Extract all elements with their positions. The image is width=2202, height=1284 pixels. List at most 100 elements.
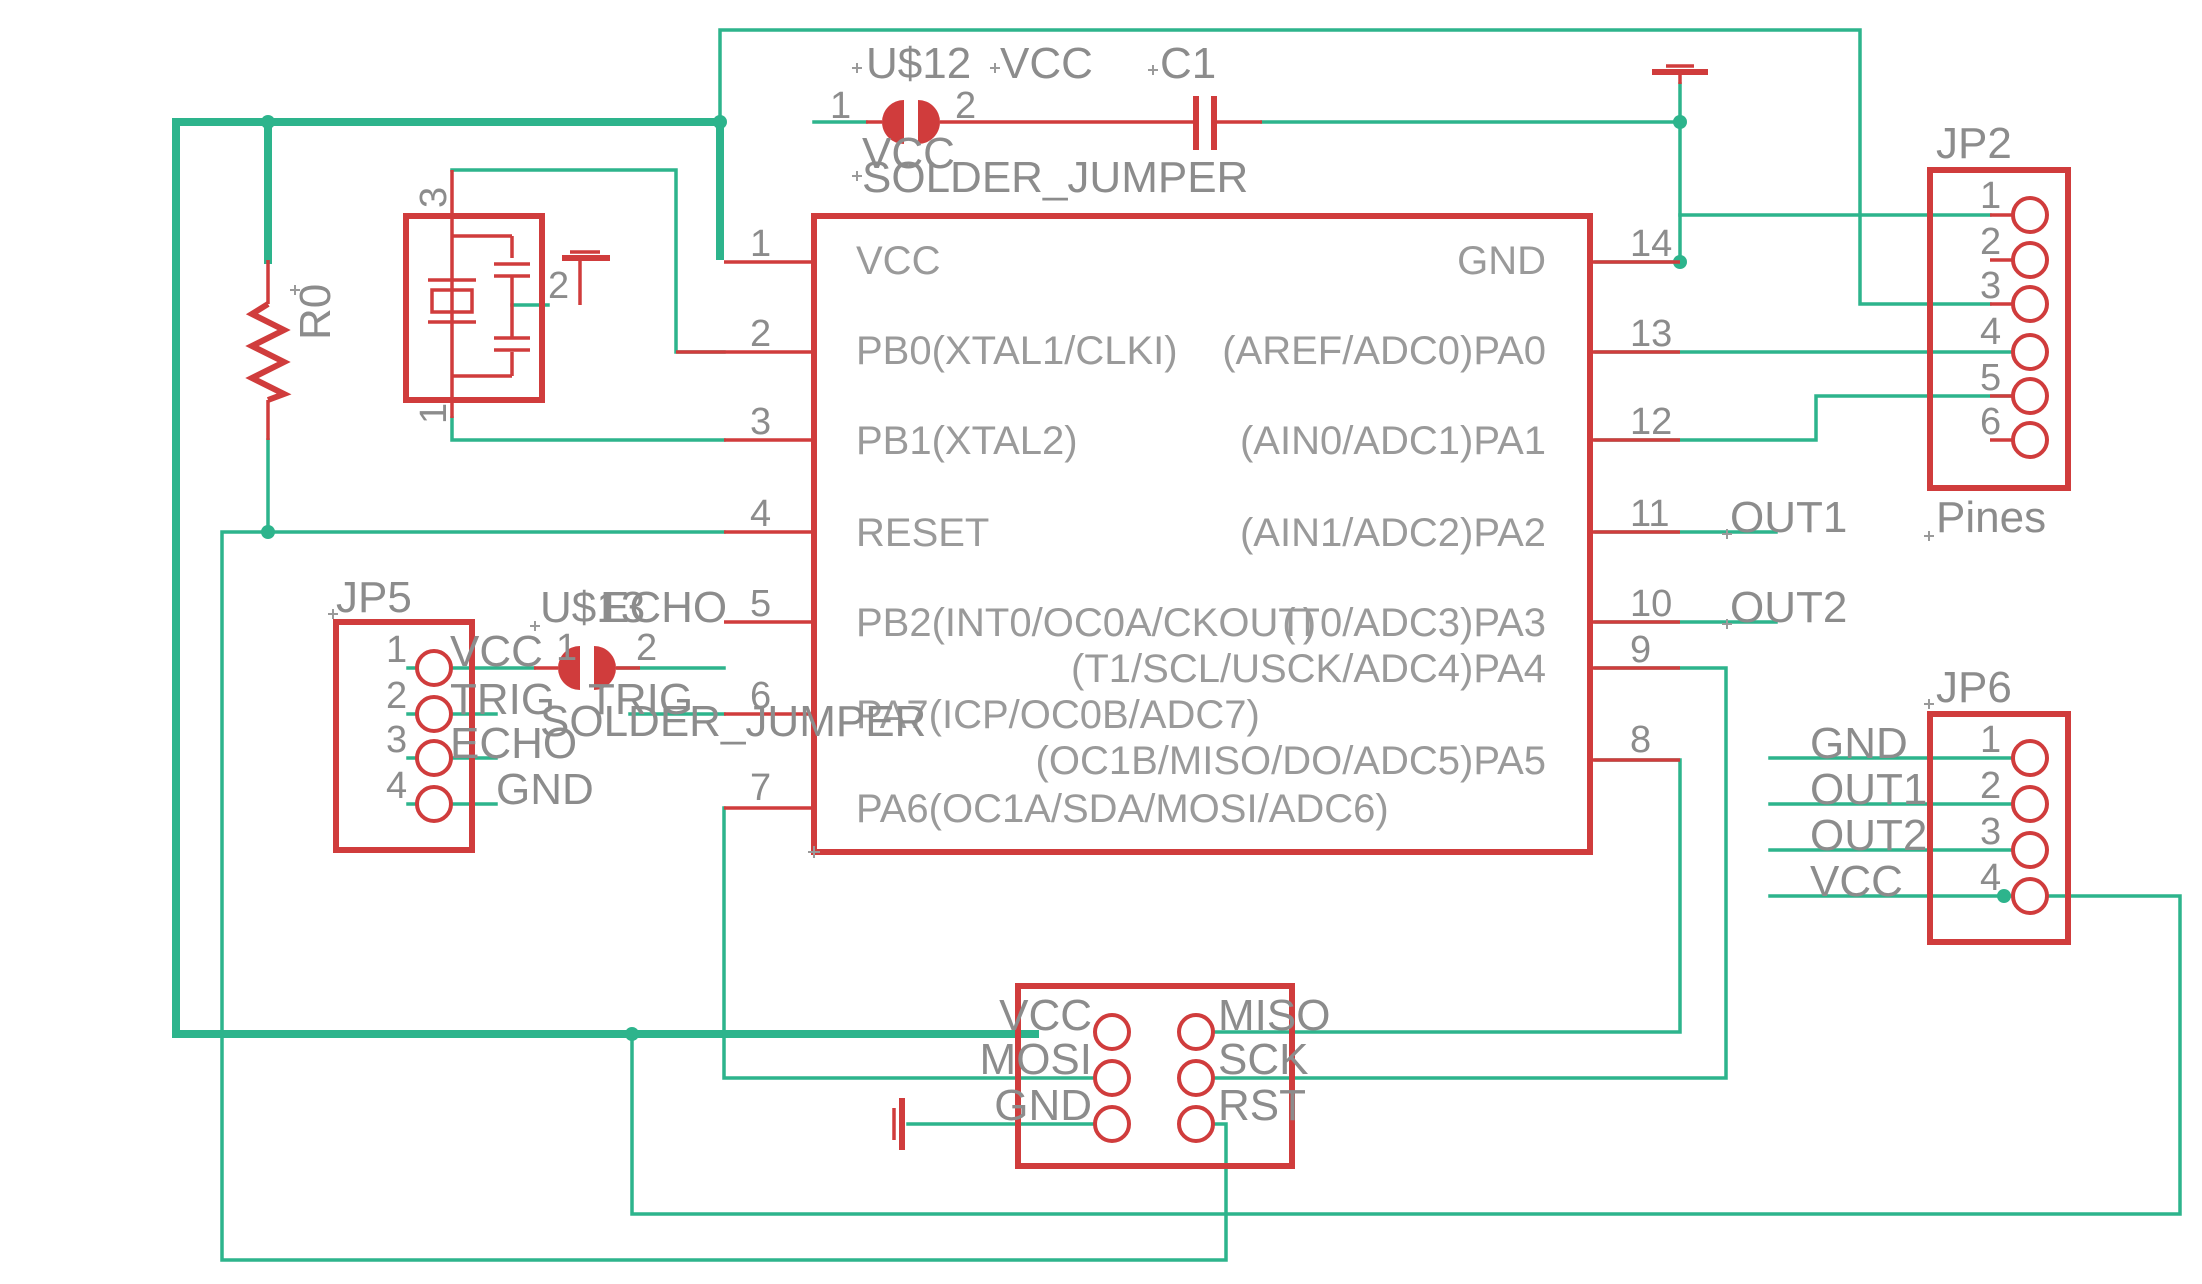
mcu-pin-label: GND	[1457, 239, 1546, 283]
header-jp6[interactable]: 1 2 3 4 GND OUT1 OUT2 VCC JP6	[1810, 663, 2071, 945]
net-jp2-pin3[interactable]	[718, 28, 1992, 306]
origin-marks	[290, 285, 300, 295]
junction	[261, 115, 275, 129]
jp6-pad	[2011, 739, 2049, 777]
jp6-pin-num: 2	[1980, 765, 2001, 807]
jp2-pad	[2011, 241, 2049, 279]
jp6-name: JP6	[1936, 663, 2012, 712]
junction	[713, 115, 727, 129]
mcu-pin-num: 3	[750, 401, 771, 443]
jp2-pad	[2011, 196, 2049, 234]
jp2-pin-num: 6	[1980, 401, 2001, 443]
u13-type: SOLDER_JUMPER	[540, 697, 926, 746]
jp2-pad	[2011, 333, 2049, 371]
jp2-pad	[2011, 421, 2049, 459]
mcu-pin-label: PB1(XTAL2)	[856, 419, 1078, 463]
jp2-pin-num: 2	[1980, 221, 2001, 263]
u13-pin2-num: 2	[636, 627, 657, 669]
mcu-pin-label: (AIN0/ADC1)PA1	[1240, 419, 1546, 463]
mcu-pin-num: 9	[1630, 629, 1651, 671]
jp2-pad	[2011, 285, 2049, 323]
gnd-icon	[1652, 64, 1708, 84]
jp5-pin-num: 3	[386, 719, 407, 761]
net-mosi[interactable]	[722, 806, 1114, 1080]
u12-value2: VCC	[862, 129, 955, 178]
jp5-name: JP5	[336, 573, 412, 622]
isp-label: MISO	[1218, 991, 1330, 1040]
jp6-pad	[2011, 877, 2049, 915]
xtal-pin1-num: 1	[413, 403, 455, 424]
mcu-pin-num: 13	[1630, 313, 1672, 355]
net-pa1-jp2[interactable]	[1594, 394, 2012, 442]
resonator[interactable]: 3 1 2	[403, 170, 569, 424]
gnd-icon	[892, 1098, 905, 1150]
jumper-pad-left	[558, 646, 580, 690]
mcu-pin-num: 11	[1630, 493, 1669, 535]
u13-value: ECHO	[600, 583, 727, 632]
vcc-bus[interactable]	[172, 118, 1039, 1038]
net-jp6-vcc[interactable]	[630, 894, 2182, 1216]
jp5-pin-num: 2	[386, 675, 407, 717]
resistor-r0[interactable]: R0	[245, 260, 340, 440]
u12-type: SOLDER_JUMPER	[862, 153, 1248, 202]
isp-pad	[1093, 1059, 1131, 1097]
u12-pin1-num: 1	[830, 85, 851, 127]
isp-label: VCC	[999, 991, 1092, 1040]
capacitor-c1[interactable]: C1	[996, 39, 1262, 150]
mcu-pin-label: PA6(OC1A/SDA/MOSI/ADC6)	[856, 787, 1389, 831]
origin-marks	[530, 621, 540, 631]
jp5-net-label: ECHO	[450, 719, 577, 768]
jp6-pin-num: 1	[1980, 719, 2001, 761]
net-reset[interactable]	[220, 530, 1228, 1262]
jumper-pad-right	[594, 646, 616, 690]
jp2-pin-num: 5	[1980, 357, 2001, 399]
microcontroller[interactable]: 1 2 3 4 5 6 7 VCC PB0(XTAL1/CLKI) PB1(XT…	[676, 213, 1680, 858]
mcu-pin-label: (AIN1/ADC2)PA2	[1240, 511, 1546, 555]
jp2-pin-num: 1	[1980, 175, 2001, 217]
isp-label: SCK	[1218, 1035, 1308, 1084]
mcu-pin-label: PB2(INT0/OC0A/CKOUT)	[856, 601, 1316, 645]
mcu-pin-label: PA7(ICP/OC0B/ADC7)	[856, 693, 1260, 737]
u12-value: VCC	[1000, 39, 1093, 88]
solder-jumper-u12[interactable]: 1 2 U$12 VCC VCC SOLDER_JUMPER	[830, 39, 1248, 202]
ground-symbols	[562, 64, 1708, 1150]
origin-marks	[852, 63, 1000, 181]
mcu-pin-num: 2	[750, 313, 771, 355]
xtal-pin3-num: 3	[413, 187, 455, 208]
origin-marks	[808, 846, 820, 858]
solder-jumper-u13[interactable]: 2 1 U$13 ECHO TRIG SOLDER_JUMPER	[530, 583, 926, 746]
u13-name: U$13	[540, 583, 645, 632]
mcu-pin-num: 12	[1630, 401, 1672, 443]
jp5-pad	[415, 739, 453, 777]
jp6-net-label: VCC	[1810, 857, 1903, 906]
nets	[172, 28, 2182, 1262]
mcu-pin-num: 10	[1630, 583, 1672, 625]
header-jp5[interactable]: 1 2 3 4 VCC TRIG ECHO GND JP5	[328, 573, 594, 853]
net-xtal-pin1[interactable]	[450, 416, 726, 442]
jp5-pad	[415, 695, 453, 733]
isp-label: GND	[994, 1081, 1092, 1130]
mcu-pin-num: 5	[750, 583, 771, 625]
junction	[261, 525, 275, 539]
jp5-pin-num: 1	[386, 629, 407, 671]
junction	[1673, 115, 1687, 129]
jp2-pin-num: 3	[1980, 265, 2001, 307]
isp-pad	[1177, 1059, 1215, 1097]
jp5-net-label: TRIG	[450, 675, 555, 724]
isp-header[interactable]: VCC MOSI GND MISO SCK RST	[980, 983, 1331, 1169]
gnd-icon	[562, 250, 610, 305]
mcu-pin-num: 6	[750, 675, 771, 717]
mcu-pin-label: VCC	[856, 239, 940, 283]
isp-label: RST	[1218, 1081, 1306, 1130]
isp-pad	[1177, 1105, 1215, 1143]
origin-marks	[1924, 699, 1934, 709]
jumper-pad-right	[918, 100, 940, 144]
jp6-pin-num: 4	[1980, 857, 2001, 899]
origin-marks	[328, 609, 338, 619]
isp-pad	[1177, 1013, 1215, 1051]
jp2-name: JP2	[1936, 119, 2012, 168]
header-jp2[interactable]: 1 2 3 4 5 6 JP2 Pines	[1924, 119, 2071, 542]
mcu-pin-label: (T0/ADC3)PA3	[1282, 601, 1546, 645]
jp2-value: Pines	[1936, 493, 2046, 542]
mcu-pin-num: 7	[750, 767, 771, 809]
